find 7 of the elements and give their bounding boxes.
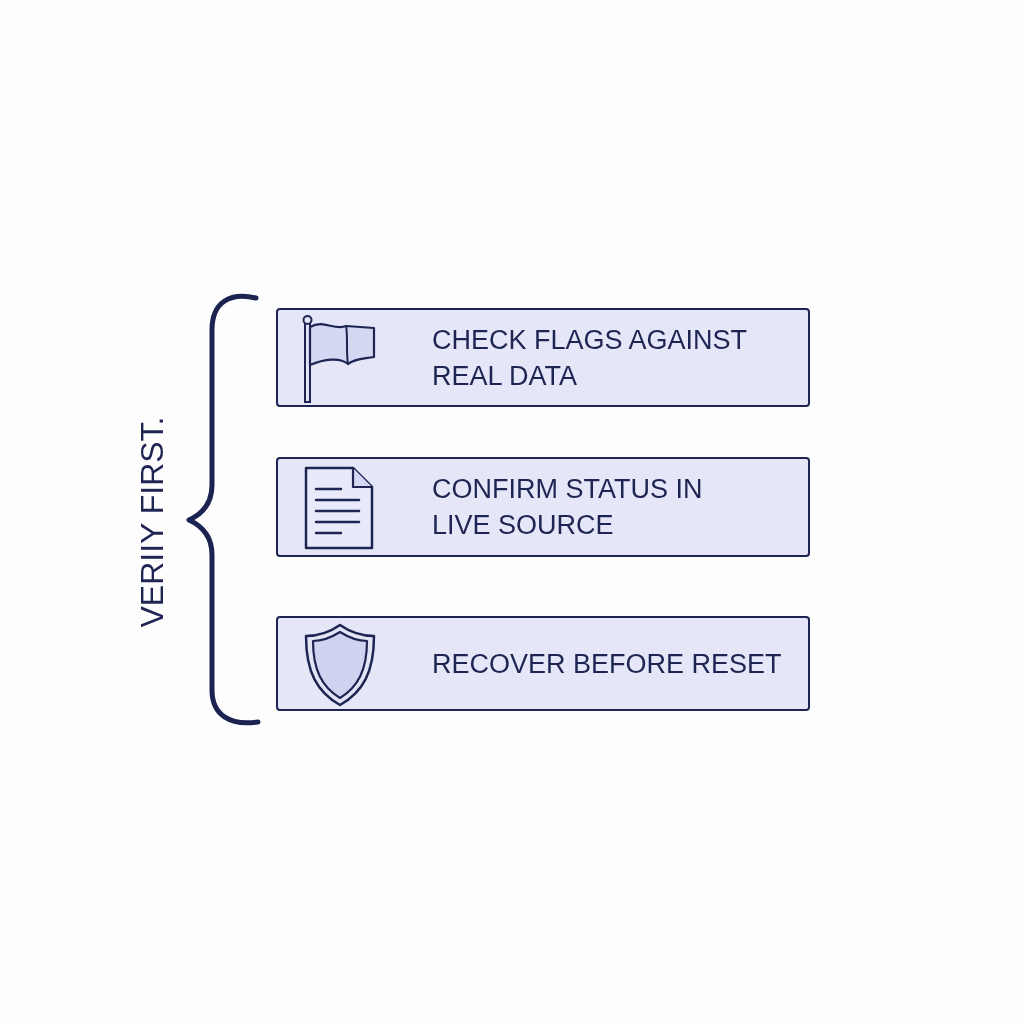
step-box: [276, 308, 810, 407]
step-box: [276, 457, 810, 557]
step-text: RECOVER BEFORE RESET: [432, 647, 783, 681]
step-box: [276, 616, 810, 711]
vertical-label: VERIIY FIRST.: [134, 416, 170, 628]
step-text: CHECK FLAGS AGAINST REAL DATA: [432, 323, 748, 393]
step-text: CONFIRM STATUS IN LIVE SOURCE: [432, 473, 704, 542]
